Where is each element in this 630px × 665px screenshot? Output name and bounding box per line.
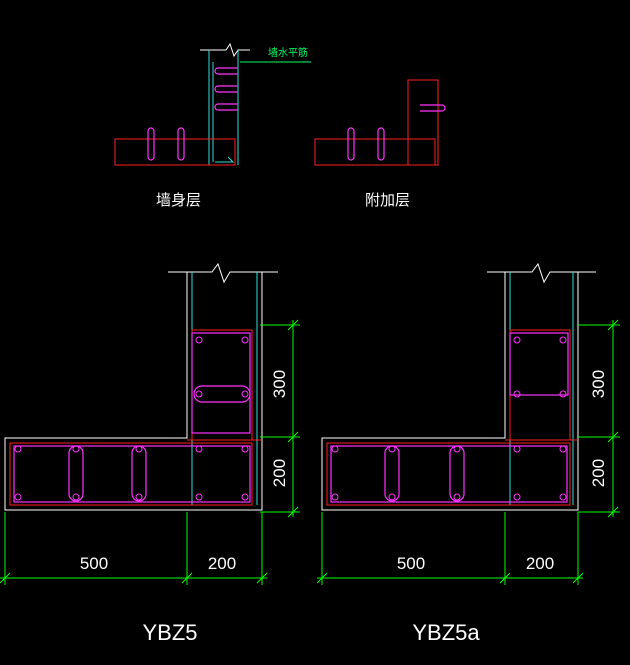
break-line xyxy=(487,262,596,284)
dim-vertical-label: 200 xyxy=(589,459,608,487)
break-line xyxy=(168,262,278,284)
rebar-dots xyxy=(331,336,567,501)
slab-outline xyxy=(114,138,236,166)
dim-horizontal-label: 200 xyxy=(208,554,236,573)
section-outline xyxy=(321,272,579,511)
stirrups xyxy=(347,104,446,161)
additional-layer-detail: 附加层 xyxy=(314,79,446,209)
slab-outline xyxy=(314,138,436,166)
dim-horizontal-label: 200 xyxy=(526,554,554,573)
section-outline xyxy=(4,272,263,511)
horizontal-dimension xyxy=(316,512,584,585)
break-line xyxy=(200,42,250,58)
ties xyxy=(13,332,251,503)
note-text: 墙水平筋 xyxy=(268,46,308,59)
wall-body-layer-detail: 墙水平筋 墙身层 xyxy=(114,42,311,209)
dim-horizontal-label: 500 xyxy=(397,554,425,573)
dim-vertical-label: 200 xyxy=(270,459,289,487)
dim-horizontal-label: 500 xyxy=(80,554,108,573)
stirrups xyxy=(147,67,238,161)
column-title: YBZ5 xyxy=(142,620,197,645)
rebar-dots xyxy=(14,336,249,501)
stirrups-red xyxy=(326,329,578,506)
column-ybz5a: 300 200 500 200 YBZ5a xyxy=(316,262,620,645)
column-ybz5: 300 200 500 200 YBZ5 xyxy=(0,262,300,645)
vertical-dimension xyxy=(260,319,300,518)
stirrups-red xyxy=(9,329,262,506)
wall-outline xyxy=(407,79,439,166)
detail-label: 墙身层 xyxy=(156,191,201,209)
vertical-dimension xyxy=(578,319,620,518)
dim-vertical-label: 300 xyxy=(589,370,608,398)
ties xyxy=(330,332,569,503)
column-title: YBZ5a xyxy=(412,620,480,645)
dim-vertical-label: 300 xyxy=(270,370,289,398)
horizontal-dimension xyxy=(0,512,268,585)
detail-label: 附加层 xyxy=(365,191,410,209)
